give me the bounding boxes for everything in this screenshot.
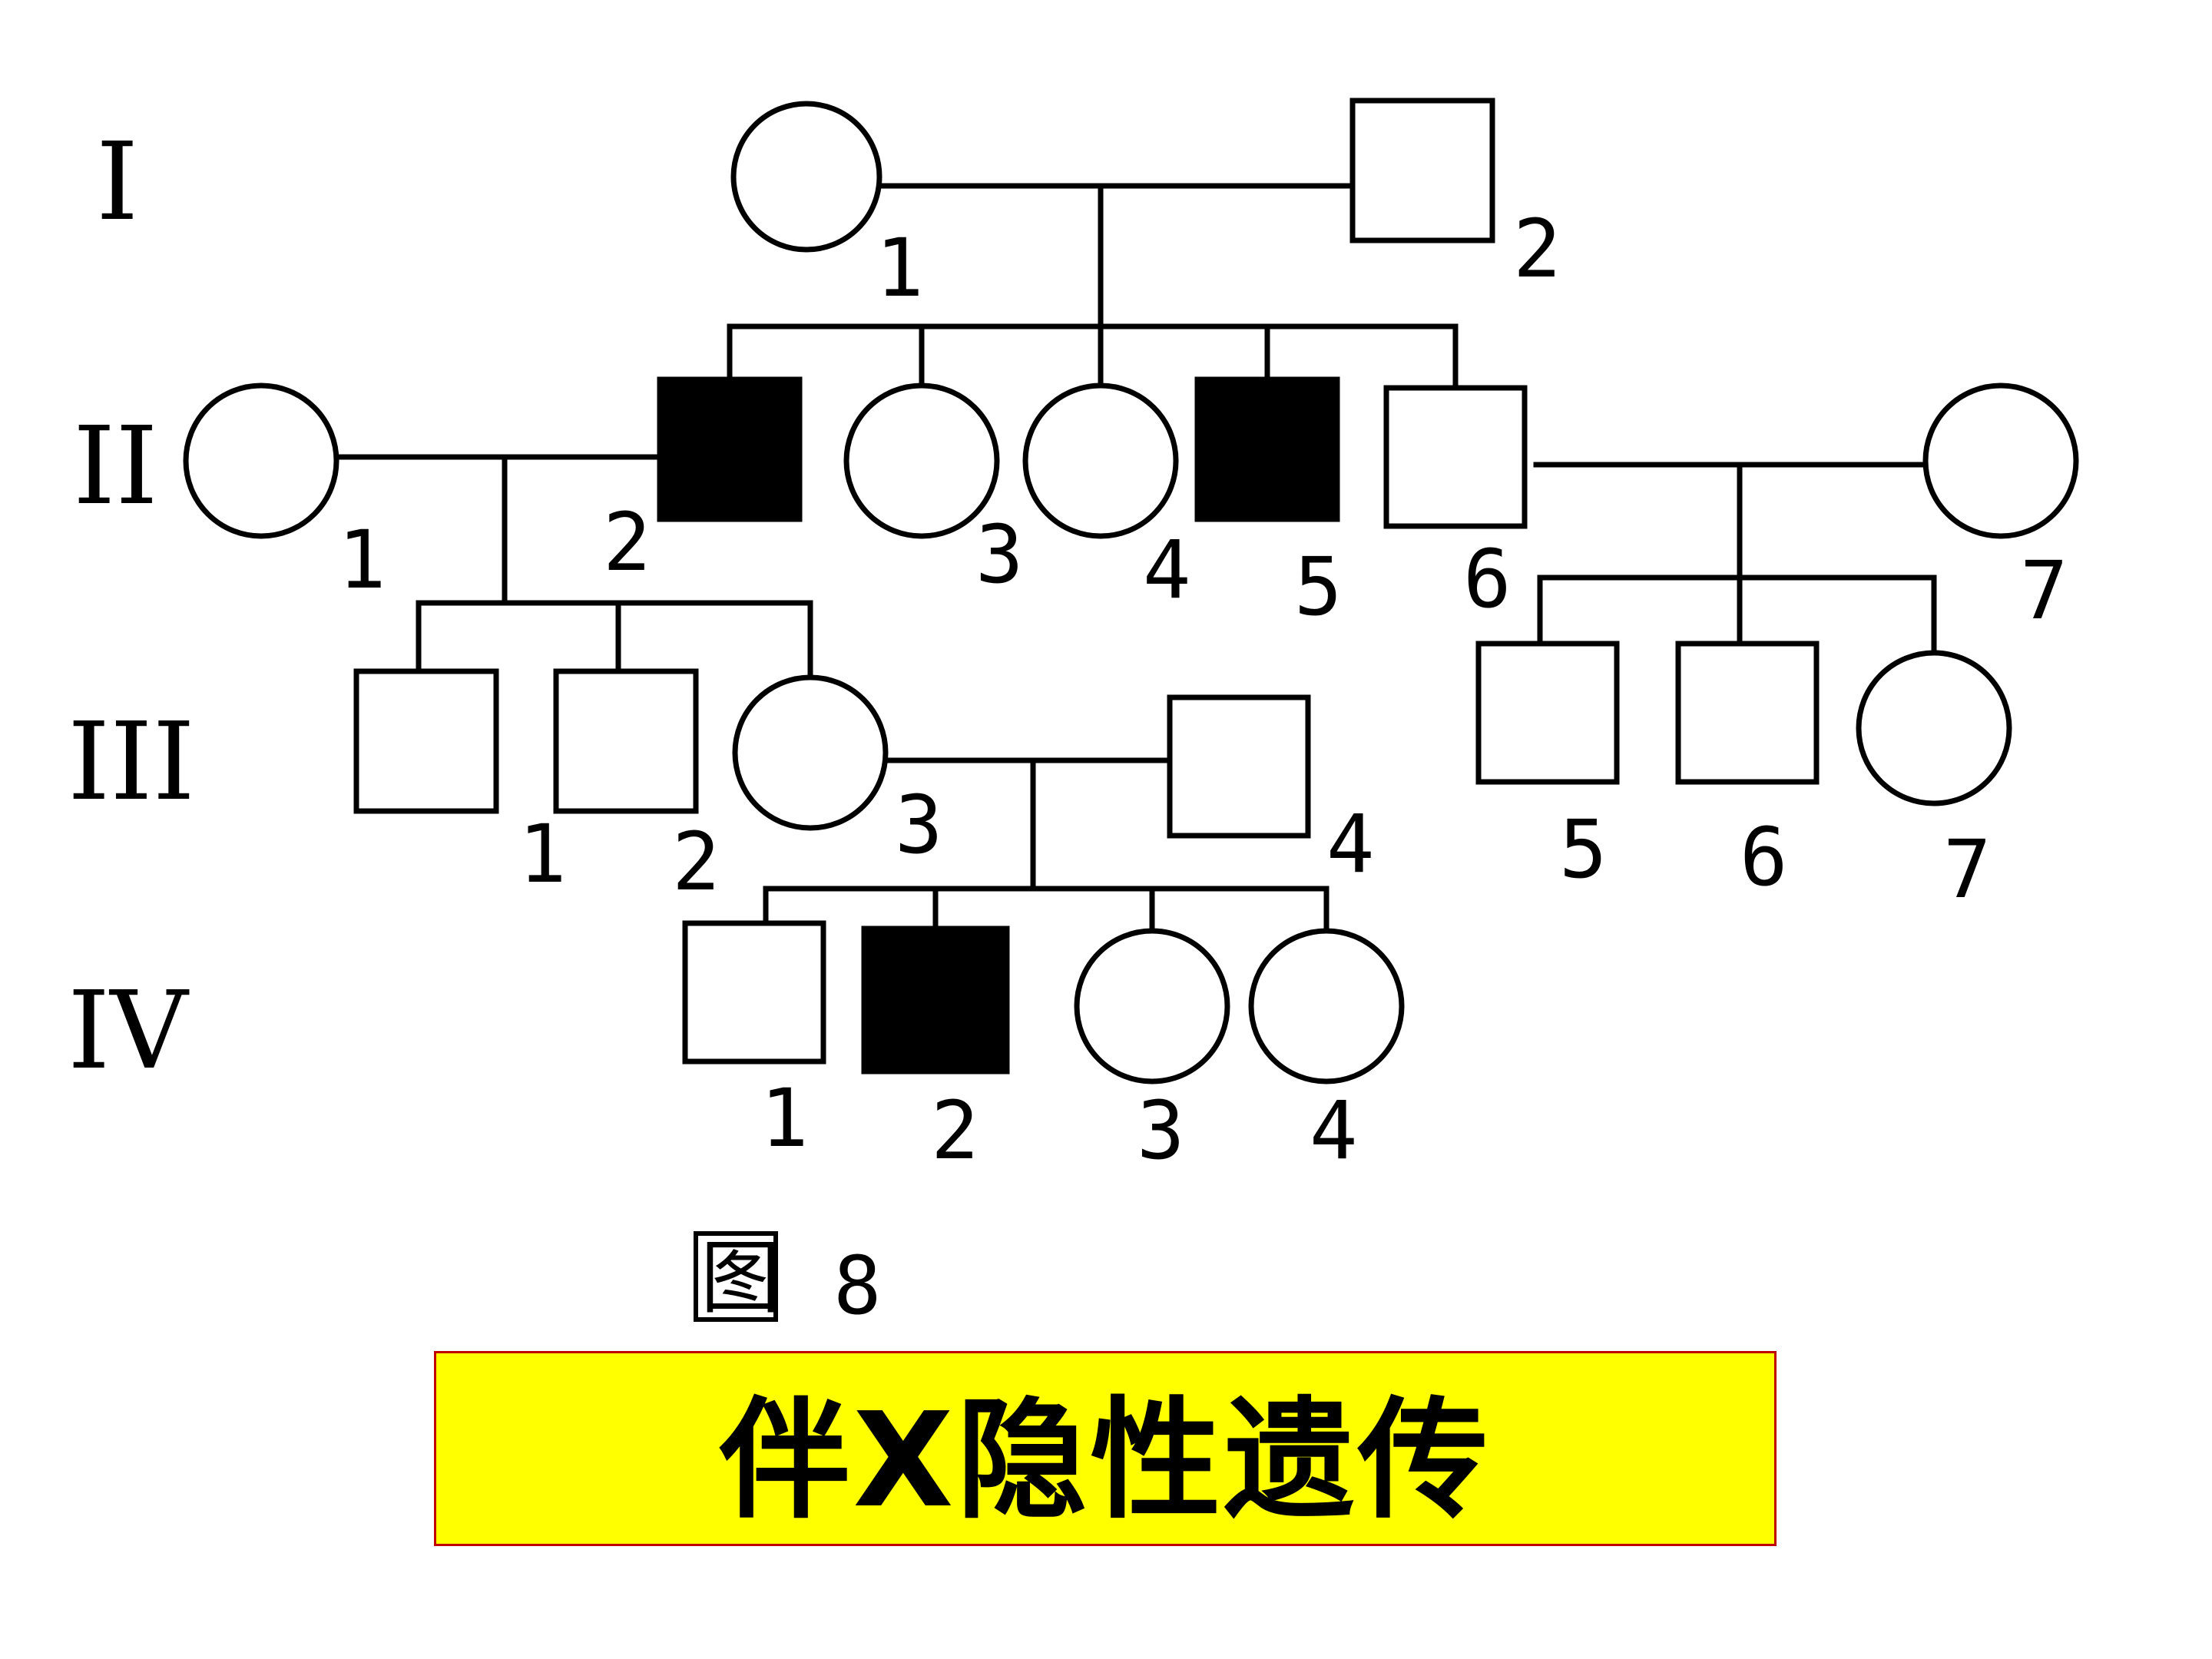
individual-number-genII-1: 1	[338, 513, 386, 607]
individual-number-genII-7: 7	[2020, 544, 2068, 637]
male-genIII-4	[1167, 694, 1311, 839]
individual-number-genIV-2: 2	[931, 1084, 979, 1177]
generation-label-3: III	[68, 700, 195, 825]
individual-number-genI-2: 2	[1513, 202, 1561, 296]
figure-number: 8	[833, 1239, 882, 1333]
individual-number-genIII-4: 4	[1326, 797, 1375, 891]
individual-number-genII-4: 4	[1143, 523, 1191, 617]
individual-number-genIII-7: 7	[1943, 823, 1992, 916]
male-genIV-1	[682, 920, 826, 1065]
individual-number-genII-3: 3	[975, 508, 1024, 601]
title-text: 伴X隐性遗传	[719, 1385, 1492, 1537]
figure-caption: 图 8	[694, 1231, 882, 1333]
generation-label-1: I	[96, 120, 138, 245]
individual-number-genII-5: 5	[1294, 540, 1343, 634]
individual-number-genIV-3: 3	[1137, 1084, 1185, 1177]
affected-male-genIV-2	[861, 926, 1010, 1075]
title-banner: 伴X隐性遗传	[434, 1351, 1777, 1546]
affected-male-genII-2	[657, 376, 803, 522]
male-genIII-5	[1475, 641, 1620, 785]
individual-number-genII-2: 2	[603, 495, 651, 589]
female-genII-1	[183, 382, 339, 539]
male-genIII-6	[1675, 641, 1820, 785]
male-genII-6	[1383, 385, 1528, 529]
individual-number-genI-1: 1	[876, 221, 924, 315]
figure-glyph-frame	[694, 1231, 778, 1322]
generation-label-2: II	[73, 404, 158, 529]
female-genII-3	[843, 382, 1000, 539]
figure-glyph: 图	[700, 1231, 780, 1325]
generation-label-4: IV	[68, 969, 190, 1094]
individual-number-genII-6: 6	[1463, 532, 1512, 626]
individual-number-genIV-1: 1	[760, 1071, 809, 1165]
female-genIII-7	[1856, 650, 2012, 806]
individual-number-genIII-3: 3	[895, 778, 943, 872]
individual-number-genIII-5: 5	[1559, 803, 1608, 896]
individual-number-genIII-2: 2	[672, 815, 720, 909]
male-genI-2	[1349, 98, 1495, 243]
pedigree-lines	[333, 183, 1937, 938]
female-genIV-4	[1248, 928, 1405, 1084]
male-genIII-1	[353, 668, 499, 814]
individual-number-genIV-4: 4	[1310, 1084, 1358, 1177]
female-genIV-3	[1074, 928, 1230, 1084]
individual-number-genIII-6: 6	[1740, 810, 1788, 904]
female-genII-7	[1922, 382, 2079, 539]
individuals-group: 1 2 1 2 3 4 5 6 7 1 2 3 4 5 6 7 1 2 3 4	[183, 98, 2079, 1177]
female-genII-4	[1022, 382, 1179, 539]
female-genI-1	[730, 101, 882, 253]
individual-number-genIII-1: 1	[518, 807, 567, 901]
male-genIII-2	[553, 668, 699, 814]
female-genIII-3	[732, 674, 889, 831]
affected-male-genII-5	[1194, 376, 1340, 522]
